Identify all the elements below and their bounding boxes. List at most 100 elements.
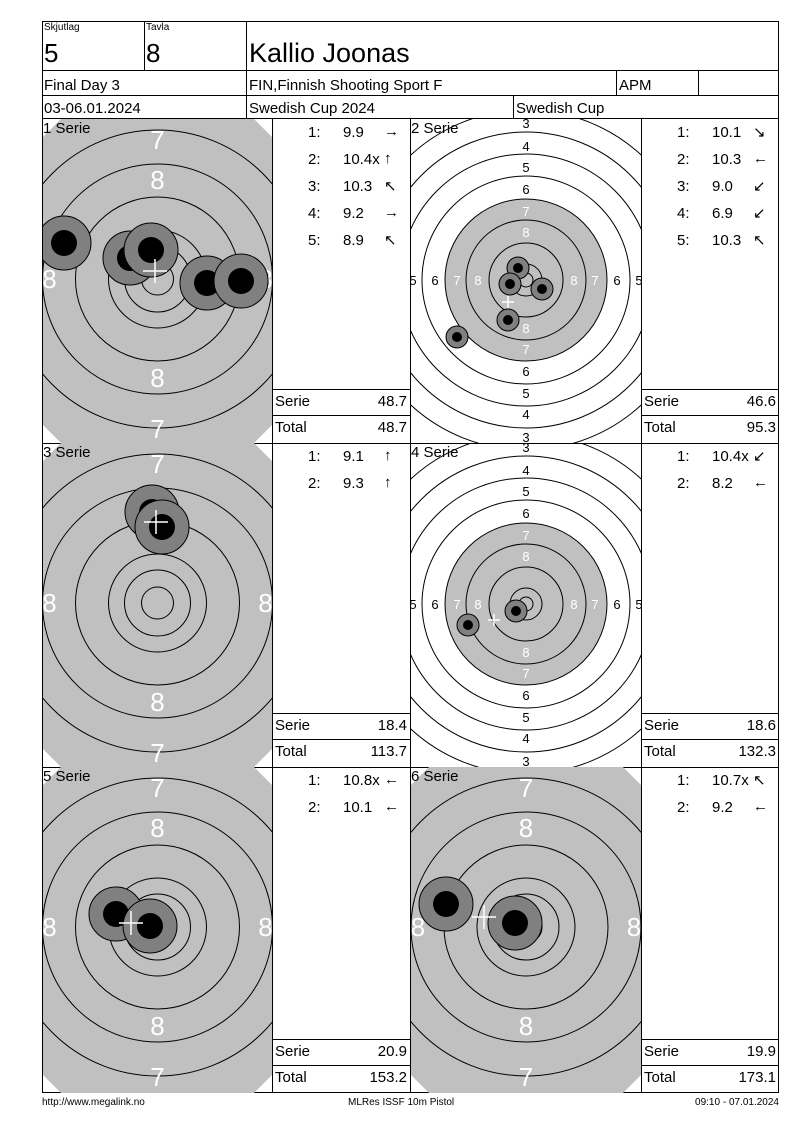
shot-center [503, 315, 513, 325]
running-total-label: Total [275, 743, 307, 760]
divider [410, 443, 411, 767]
shot-center [537, 284, 547, 294]
ring-number: 7 [150, 1062, 164, 1092]
competition-name: Swedish Cup 2024 [249, 100, 375, 117]
shot-number: 1: [677, 448, 690, 465]
target-ring [421, 175, 631, 385]
divider [42, 70, 779, 71]
target-ring [43, 811, 272, 1043]
shot-number: 1: [677, 772, 690, 789]
shot-direction-arrow-icon: ↙ [753, 448, 766, 465]
running-total-value: 153.2 [369, 1069, 407, 1086]
shot-direction-arrow-icon: ↖ [384, 178, 397, 195]
target-ring [124, 569, 191, 637]
ring-number: 8 [411, 912, 425, 942]
shot-score: 10.4x [343, 151, 380, 168]
lane-value: 5 [44, 38, 59, 68]
shot-direction-arrow-icon: ← [753, 474, 768, 491]
running-total-value: 95.3 [746, 419, 776, 436]
shot-number: 2: [308, 799, 321, 816]
shot-direction-arrow-icon: ↖ [753, 772, 766, 789]
shot-number: 1: [308, 448, 321, 465]
ring-number: 8 [522, 645, 529, 660]
shot-number: 3: [677, 178, 690, 195]
shot-direction-arrow-icon: → [384, 123, 399, 140]
ring-number: 8 [150, 1011, 164, 1041]
footer-timestamp: 09:10 - 07.01.2024 [695, 1097, 779, 1108]
target-value: 8 [146, 38, 161, 68]
shot-score: 10.3 [712, 232, 742, 249]
ring-number: 7 [150, 449, 164, 479]
shot-direction-arrow-icon: ← [384, 771, 399, 788]
ring-number: 5 [522, 710, 529, 725]
shot-direction-arrow-icon: ↑ [384, 474, 392, 491]
shot-direction-arrow-icon: ↑ [384, 447, 392, 464]
ring-number: 8 [150, 813, 164, 843]
ring-number: 8 [150, 687, 164, 717]
serie-total-label: Serie [275, 1043, 311, 1060]
shot-score: 8.2 [712, 475, 733, 492]
shot-center [452, 332, 462, 342]
ring-number: 5 [635, 597, 641, 612]
divider [410, 767, 411, 1093]
divider [272, 415, 410, 416]
serie-total-value: 19.9 [746, 1043, 776, 1060]
ring-number: 7 [150, 738, 164, 767]
divider [144, 21, 145, 71]
ring-number: 8 [258, 912, 272, 942]
ring-number: 6 [613, 273, 620, 288]
shot-center [194, 270, 220, 296]
shot-score: 10.1 [343, 799, 373, 816]
divider [641, 119, 642, 443]
divider [272, 739, 410, 740]
shot-score: 10.8x [343, 772, 380, 789]
divider [641, 1065, 779, 1066]
ring-number: 6 [522, 506, 529, 521]
shot-direction-arrow-icon: ← [384, 798, 399, 815]
series-title: 1 Serie [43, 120, 91, 137]
serie-total-value: 48.7 [377, 393, 407, 410]
divider [641, 1039, 779, 1040]
divider [272, 767, 273, 1093]
shot-score: 10.1 [712, 124, 742, 141]
target-ring [411, 777, 641, 1077]
shot-direction-arrow-icon: ↑ [384, 150, 392, 167]
target-ring [141, 586, 174, 620]
target-label: Tavla [146, 22, 170, 33]
serie-total-value: 46.6 [746, 393, 776, 410]
target-ring [444, 198, 608, 362]
shot-direction-arrow-icon: ↘ [753, 124, 766, 141]
divider [42, 118, 779, 119]
divider [641, 713, 779, 714]
shot-number: 1: [308, 124, 321, 141]
footer-url[interactable]: http://www.megalink.no [42, 1097, 145, 1108]
ring-number: 8 [519, 813, 533, 843]
divider [513, 95, 514, 118]
divider [272, 1039, 410, 1040]
running-total-label: Total [275, 419, 307, 436]
shot-number: 1: [308, 772, 321, 789]
ring-number: 7 [519, 1062, 533, 1092]
ring-number: 8 [258, 588, 272, 618]
target-ring [411, 131, 641, 429]
divider [272, 119, 273, 443]
category: APM [619, 77, 652, 94]
shot-direction-arrow-icon: ↖ [384, 232, 397, 249]
target-ring [411, 811, 641, 1043]
ring-number: 5 [411, 597, 417, 612]
target-ring [488, 566, 564, 642]
series-title: 3 Serie [43, 444, 91, 461]
ring-number: 6 [522, 688, 529, 703]
target-ring [411, 455, 641, 753]
shot-center [505, 279, 515, 289]
ring-number: 8 [150, 165, 164, 195]
target-ring [421, 499, 631, 709]
ring-number: 8 [43, 264, 57, 294]
ring-number: 6 [431, 597, 438, 612]
